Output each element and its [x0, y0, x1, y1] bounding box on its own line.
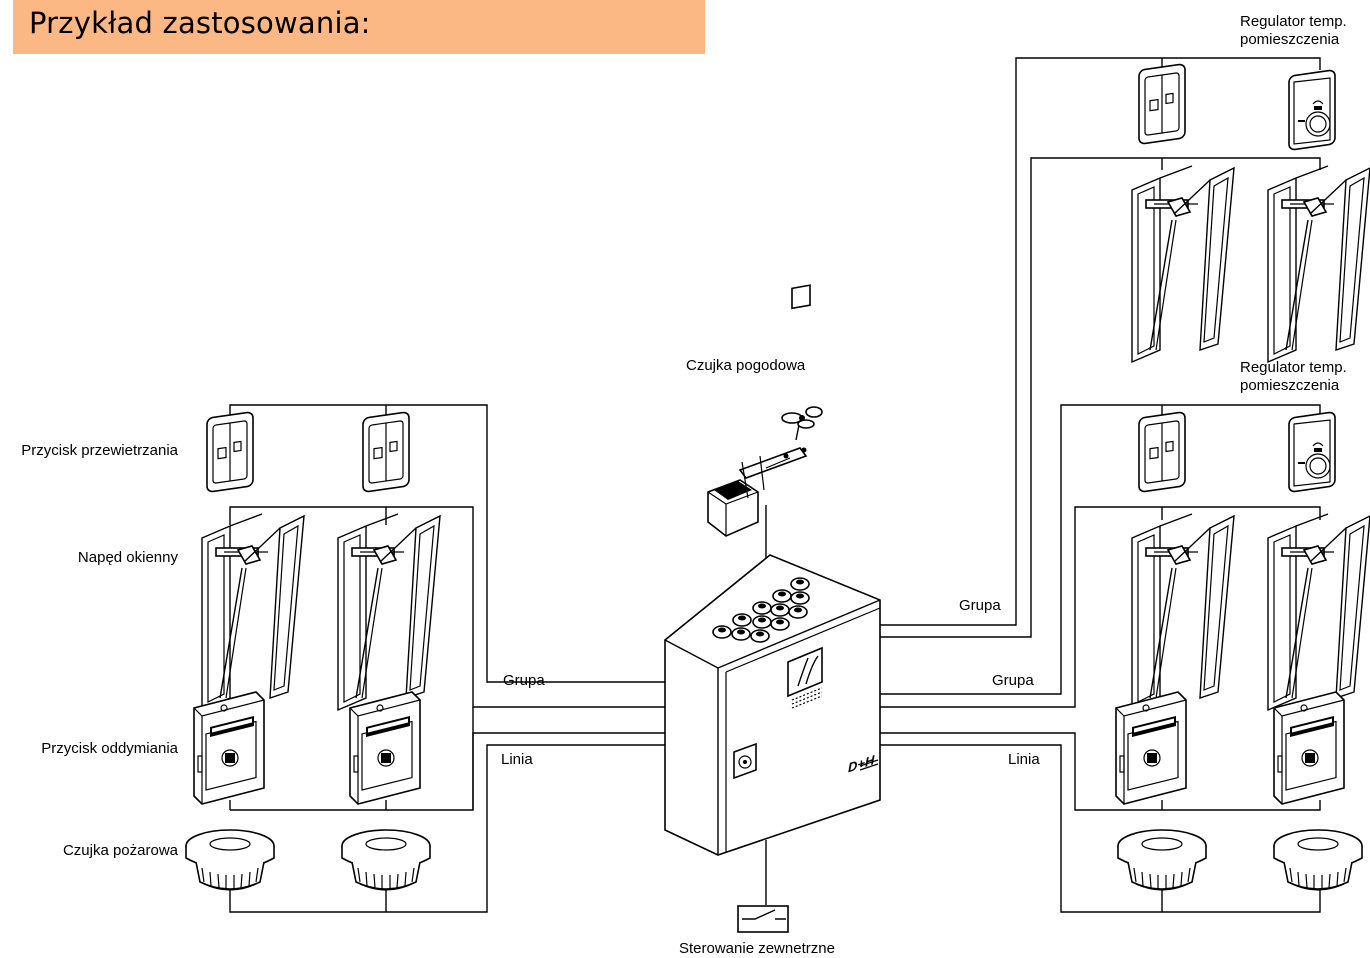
push-button-label: Przycisk przewietrzania: [21, 442, 178, 459]
left-line-label: Linia: [501, 751, 533, 768]
smoke-button-icon: [349, 691, 421, 805]
window-drive-icon: [1131, 513, 1235, 711]
window-drive-icon: [337, 513, 441, 711]
right-group-label: Grupa: [992, 672, 1034, 689]
right-group-top-label: Grupa: [959, 597, 1001, 614]
fire-detector-label: Czujka pożarowa: [62, 842, 178, 859]
external-control-switch-icon: [737, 905, 789, 933]
weather-sensor-icon: [707, 284, 823, 537]
cable-glands: [712, 577, 810, 643]
smoke-button-icon: [193, 691, 265, 805]
left-wiring: [229, 404, 665, 913]
left-group-label: Grupa: [503, 672, 545, 689]
window-drive-label: Napęd okienny: [77, 549, 178, 566]
room-temp-label-top-line1: Regulator temp.: [1240, 13, 1347, 30]
control-panel: D+H: [664, 554, 881, 856]
right-line-label: Linia: [1008, 751, 1040, 768]
smoke-button-icon: [1115, 691, 1187, 805]
room-temp-regulator-icon: [1288, 410, 1336, 494]
room-temp-label-mid-line2: pomieszczenia: [1240, 377, 1340, 394]
weather-sensor-label: Czujka pogodowa: [686, 357, 806, 374]
push-button-icon: [206, 410, 254, 494]
room-temp-label-top-line2: pomieszczenia: [1240, 31, 1340, 48]
fire-detector-icon: [1273, 829, 1363, 891]
fire-detector-icon: [341, 829, 431, 891]
window-drive-icon: [1267, 513, 1370, 711]
logo-icon: [787, 646, 823, 709]
title-banner: Przykład zastosowania:: [13, 0, 705, 54]
push-button-icon: [1138, 410, 1186, 494]
fire-detector-icon: [1117, 829, 1207, 891]
right-wiring: [880, 57, 1321, 913]
external-control-label: Sterowanie zewnetrzne: [679, 940, 835, 957]
smoke-button-icon: [1273, 691, 1345, 805]
window-drive-icon: [1267, 165, 1370, 363]
key-switch-icon: [733, 742, 757, 780]
smoke-button-label: Przycisk oddymiania: [41, 740, 178, 757]
room-temp-regulator-icon: [1288, 68, 1336, 152]
fire-detector-icon: [185, 829, 275, 891]
window-drive-icon: [1131, 165, 1235, 363]
push-button-icon: [1138, 62, 1186, 146]
push-button-icon: [362, 410, 410, 494]
room-temp-label-mid-line1: Regulator temp.: [1240, 359, 1347, 376]
window-drive-icon: [201, 513, 305, 711]
page-title: Przykład zastosowania:: [29, 6, 371, 40]
